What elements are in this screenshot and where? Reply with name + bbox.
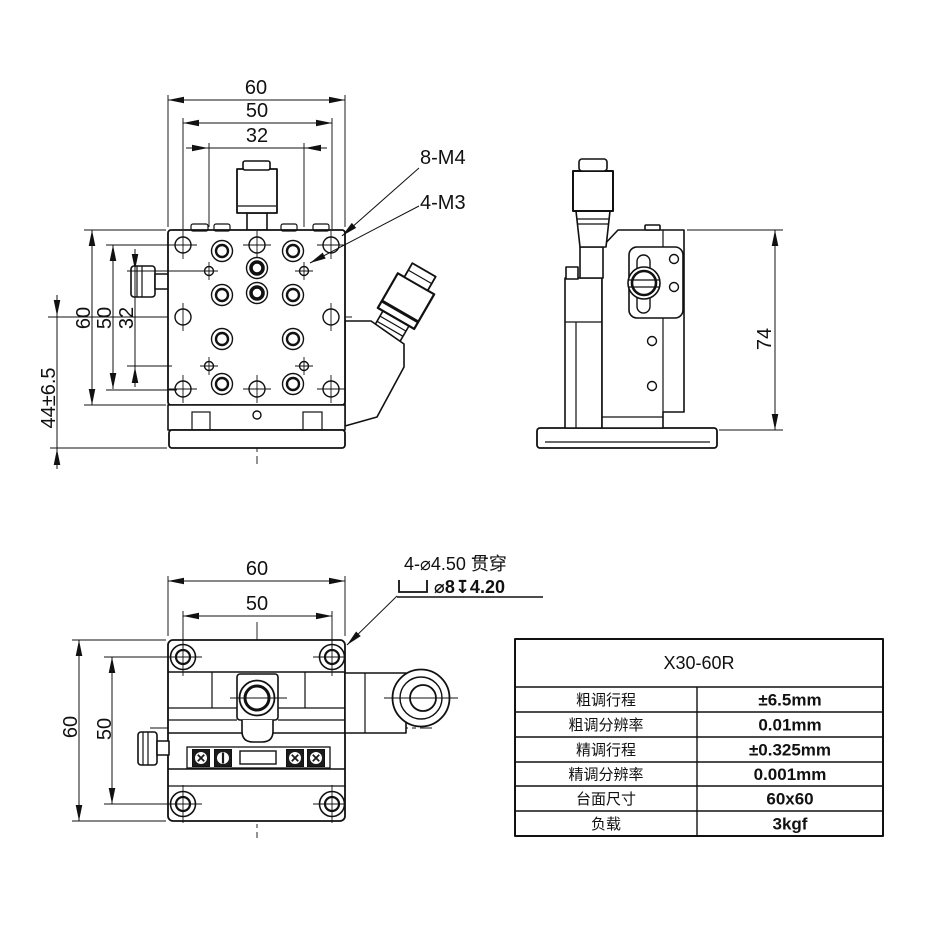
angle-micrometer-knob [373,262,437,343]
center-barrel [230,673,287,743]
dim-bottom-width-outer: 60 [246,558,268,580]
side-view: 74 [536,158,783,449]
phillips-screw [307,749,325,767]
screw-strip [186,746,331,769]
side-dimension: 74 [687,229,783,431]
dim-front-height-outer: 60 [73,307,95,329]
dim-front-width-mid: 50 [246,100,268,122]
front-plate [167,229,346,406]
table-title: X30-60R [663,653,734,673]
spec-label-4: 台面尺寸 [576,791,636,808]
dim-front-width-inner: 32 [246,125,268,147]
side-base [536,427,718,449]
m4-mounting-holes [169,231,345,403]
thread-labels: 8-M4 4-M3 [309,147,466,264]
side-clamp-plate [627,246,684,319]
bottom-dimension-lines [75,577,345,821]
phillips-screw [286,749,304,767]
left-knob [130,265,170,298]
dim-bottom-width-mid: 50 [246,593,268,615]
center-holes [245,256,269,305]
callout-line2: ⌀8↧4.20 [434,577,505,597]
spec-value-1: 0.01mm [758,716,821,735]
front-extension-lines [50,95,346,449]
dim-front-height-mid: 50 [94,307,116,329]
right-rail-knob [344,668,458,734]
side-body-hole [646,380,658,392]
spec-value-2: ±0.325mm [749,741,831,760]
dim-front-travel: 44±6.5 [38,367,60,428]
spec-value-3: 0.001mm [754,765,827,784]
bottom-view: 60 50 60 50 4-⌀4.50 贯穿 ⌀8↧4.20 [60,554,543,838]
bottom-left-knob [137,731,170,766]
m3-holes [200,262,313,375]
dim-side-height: 74 [754,328,776,350]
dim-bottom-height-outer: 60 [60,716,82,738]
bottom-structure-lines [168,671,345,787]
counterbore-callout: 4-⌀4.50 贯穿 ⌀8↧4.20 [346,554,543,646]
spec-value-5: 3kgf [773,815,808,834]
m4-hole [169,231,197,259]
spec-label-2: 精调行程 [576,742,636,759]
dim-front-height-inner: 32 [116,307,138,329]
front-view: 60 50 32 60 50 32 44±6.5 8-M4 4-M3 [38,77,466,469]
spec-label-1: 粗调分辨率 [568,717,643,734]
corner-counterbore-holes [164,638,346,823]
front-dimension-lines [53,96,345,469]
label-4-m3: 4-M3 [420,192,466,214]
phillips-screw [192,749,210,767]
table-grid [515,686,883,836]
dim-front-width-outer: 60 [245,77,267,99]
callout-line1: 4-⌀4.50 贯穿 [404,554,507,574]
slotted-screw [214,749,232,767]
side-body-hole [646,335,658,347]
spec-value-4: 60x60 [766,790,813,809]
top-micrometer-knob [236,160,278,231]
dim-bottom-height-mid: 50 [94,718,116,740]
spec-label-3: 精调分辨率 [568,767,643,784]
label-8-m4: 8-M4 [420,147,466,169]
spec-label-0: 粗调行程 [576,692,636,709]
side-micrometer [572,158,614,279]
spec-label-5: 负载 [591,816,621,833]
spec-table: X30-60R 粗调行程 ±6.5mm 粗调分辨率 0.01mm 精调行程 ±0… [514,638,884,837]
counterbore-symbol [398,580,428,593]
counterbore-holes [210,239,305,396]
spec-value-0: ±6.5mm [758,691,821,710]
front-base [167,404,346,449]
